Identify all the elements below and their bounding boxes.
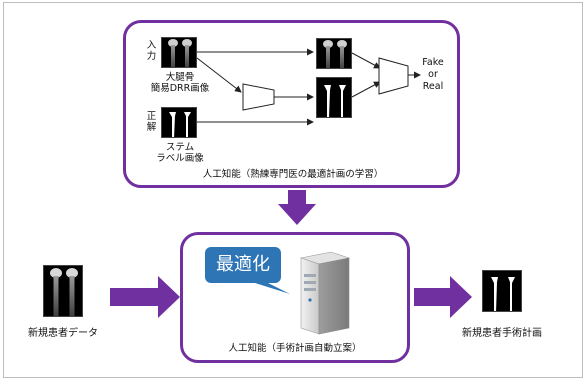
- answer-label: 正解: [146, 111, 157, 133]
- femur-drr-input-image: [161, 37, 197, 68]
- input-caption-line1: 大腿骨: [165, 72, 195, 83]
- training-panel-caption: 人工知能（熟練専門医の最適計画の学習）: [202, 169, 384, 180]
- new-patient-surgical-plan-caption: 新規患者手術計画: [462, 328, 542, 339]
- new-patient-data-image: [43, 265, 83, 317]
- generated-stem-image: [316, 77, 352, 118]
- discriminator-block: [378, 57, 409, 95]
- arrow-down-training-to-inference: [278, 190, 316, 225]
- output-real: Real: [422, 81, 444, 92]
- optimization-callout: 最適化: [205, 247, 281, 283]
- arrow-generated-to-discriminator: [351, 81, 381, 98]
- arrow-top-image-to-discriminator: [351, 52, 381, 69]
- answer-caption-line1: ステム: [165, 142, 195, 153]
- stem-label-answer-image: [161, 107, 197, 138]
- arrow-right-inference-to-output: [414, 276, 472, 318]
- input-caption-line2: 簡易DRR画像: [150, 83, 210, 94]
- new-patient-data-caption: 新規患者データ: [28, 328, 98, 339]
- answer-caption-line2: ラベル画像: [156, 153, 204, 164]
- output-fake: Fake: [422, 57, 444, 68]
- femur-image-top: [316, 38, 352, 69]
- server-icon: [291, 248, 351, 338]
- generator-block: [242, 83, 275, 111]
- output-or: or: [428, 69, 438, 80]
- inference-panel-caption: 人工知能（手術計画自動立案）: [228, 343, 362, 354]
- callout-pointer: [255, 283, 290, 294]
- arrow-input-to-generator: [196, 57, 242, 93]
- training-panel: [123, 20, 460, 188]
- arrow-right-input-to-inference: [110, 276, 180, 318]
- figure-border: [3, 2, 583, 378]
- input-label: 入力: [146, 40, 157, 62]
- new-patient-surgical-plan-image: [482, 270, 522, 312]
